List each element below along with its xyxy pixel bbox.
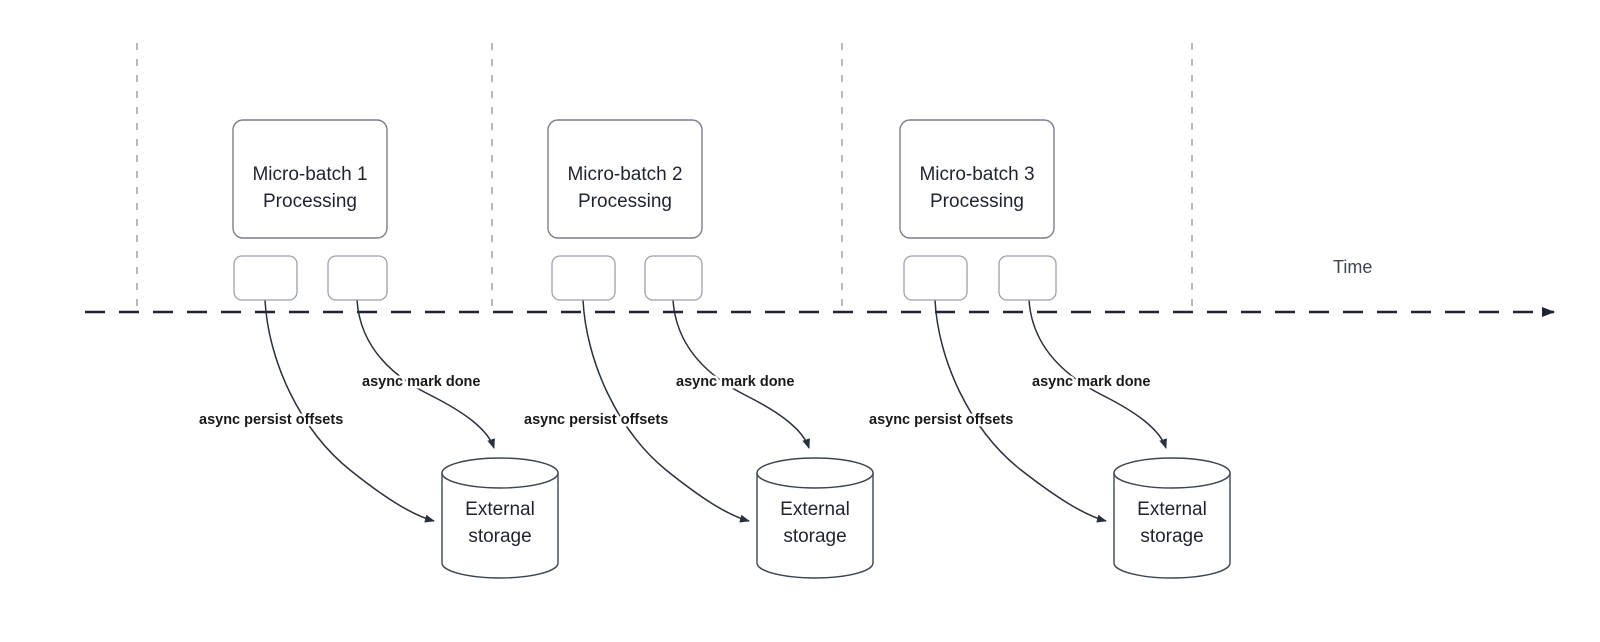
batch-label-line2: Processing <box>930 191 1024 212</box>
batch-label-line1: Micro-batch 1 <box>252 164 367 185</box>
edges-layer <box>264 299 1167 523</box>
edge-label-mark-done-3: async mark done <box>1032 374 1150 390</box>
storage-label-line1: External <box>780 499 850 520</box>
task-box-task-2a[interactable] <box>551 255 616 301</box>
batch-label-line2: Processing <box>263 191 357 212</box>
edge-label-halo-mark-done-2: async mark done <box>676 374 794 390</box>
edge-label-halo-persist-1: async persist offsets <box>199 412 343 428</box>
batch-box-group-1[interactable] <box>232 119 388 239</box>
task-box-task-1b[interactable] <box>327 255 388 301</box>
batch-box-group-2[interactable] <box>547 119 703 239</box>
storage-cylinder-top-group-2 <box>756 457 874 489</box>
storage-label-line2: storage <box>1140 526 1203 547</box>
edge-label-persist-2: async persist offsets <box>524 412 668 428</box>
edge-persist-2 <box>582 299 750 523</box>
edge-label-halo-mark-done-3: async mark done <box>1032 374 1150 390</box>
edge-label-mark-done-1: async mark done <box>362 374 480 390</box>
storage-cylinder-top-group-1 <box>441 457 559 489</box>
task-box-task-1a[interactable] <box>233 255 298 301</box>
storage-label-line1: External <box>465 499 535 520</box>
edge-label-persist-3: async persist offsets <box>869 412 1013 428</box>
edge-label-halo-persist-3: async persist offsets <box>869 412 1013 428</box>
storage-cylinder-top-group-3 <box>1113 457 1231 489</box>
edge-mark-done-2 <box>672 299 810 449</box>
batch-label-line2: Processing <box>578 191 672 212</box>
edge-persist-1 <box>264 299 435 523</box>
time-axis-label: Time <box>1333 257 1372 277</box>
storage-cylinder-body-group-3 <box>1113 472 1231 579</box>
task-box-task-2b[interactable] <box>644 255 703 301</box>
storage-label-line2: storage <box>783 526 846 547</box>
edge-labels-layer: async persist offsets async persist offse… <box>197 372 1153 431</box>
batch-label-line1: Micro-batch 3 <box>919 164 1034 185</box>
edge-persist-3 <box>934 299 1107 523</box>
batch-label-line1: Micro-batch 2 <box>567 164 682 185</box>
storage-cylinder-body-group-2 <box>756 472 874 579</box>
edge-mark-done-3 <box>1028 299 1167 449</box>
task-box-task-3a[interactable] <box>903 255 968 301</box>
storage-cylinder-body-group-1 <box>441 472 559 579</box>
gridlines-layer <box>136 43 1193 315</box>
batch-box-group-3[interactable] <box>899 119 1055 239</box>
storage-label-line2: storage <box>468 526 531 547</box>
edge-label-halo-persist-2: async persist offsets <box>524 412 668 428</box>
storage-label-line1: External <box>1137 499 1207 520</box>
task-box-task-3b[interactable] <box>998 255 1057 301</box>
edge-label-persist-1: async persist offsets <box>199 412 343 428</box>
edge-label-halo-mark-done-1: async mark done <box>362 374 480 390</box>
edge-label-mark-done-2: async mark done <box>676 374 794 390</box>
edge-mark-done-1 <box>356 299 495 449</box>
timeline-axis: Time <box>85 257 1555 317</box>
